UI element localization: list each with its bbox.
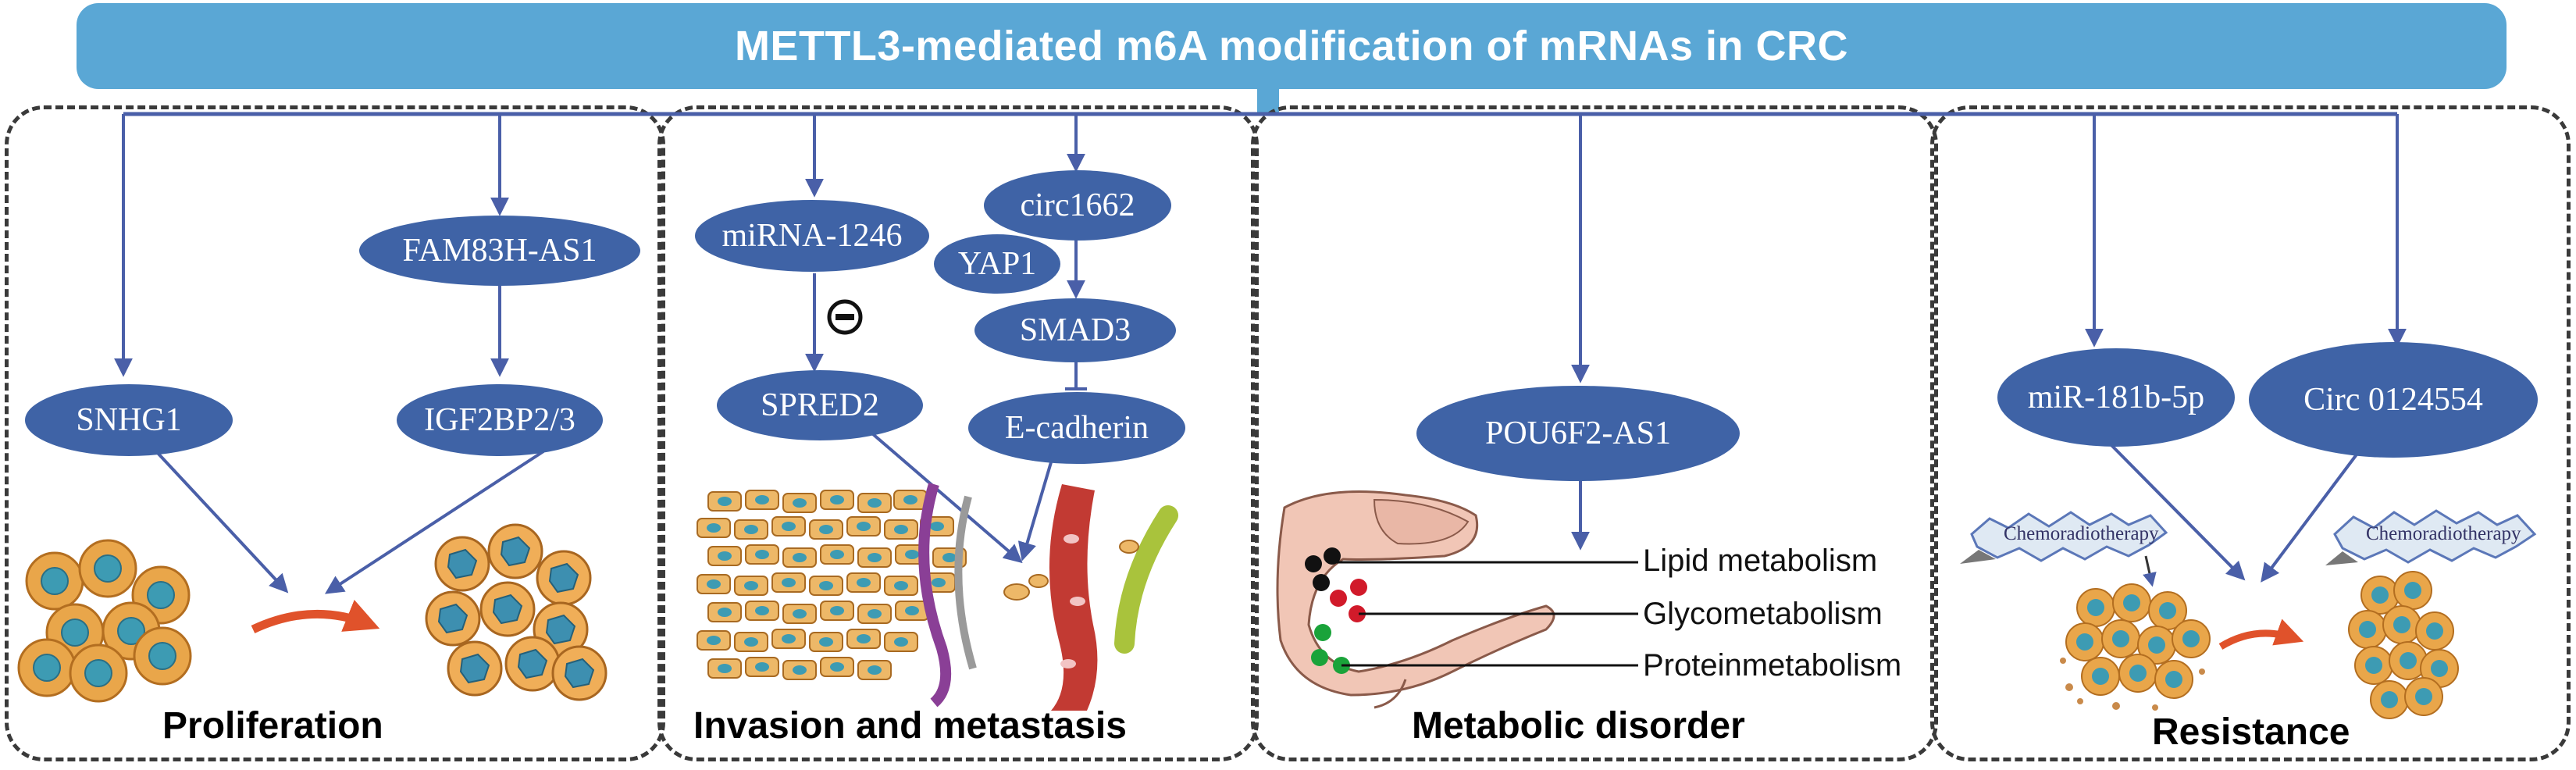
pancreas-illustration (1276, 490, 1638, 709)
node-snhg1: SNHG1 (25, 384, 233, 456)
invasion-tissue (697, 482, 1178, 711)
node-spred2: SPRED2 (717, 370, 923, 440)
proliferation-orange-arrow (251, 600, 380, 633)
node-yap1: YAP1 (934, 234, 1060, 294)
resistance-orange-arrow (2218, 618, 2304, 650)
diagram-title: METTL3-mediated m6A modification of mRNA… (734, 23, 1849, 70)
node-smad3: SMAD3 (974, 298, 1176, 362)
metabolism-item-protein: Proteinmetabolism (1643, 648, 1902, 683)
label-invasion: Invasion and metastasis (693, 705, 1127, 747)
panel-proliferation (5, 105, 665, 761)
chemo-label-left: Chemoradiotherapy (2004, 523, 2159, 544)
resistance-cells-after (2348, 571, 2459, 719)
title-bar: METTL3-mediated m6A modification of mRNA… (77, 3, 2507, 89)
node-pou6f2-as1: POU6F2-AS1 (1416, 386, 1740, 481)
node-mir-181b-5p: miR-181b-5p (1997, 348, 2235, 447)
chemo-label-right: Chemoradiotherapy (2366, 523, 2521, 544)
node-fam83h-as1: FAM83H-AS1 (359, 216, 640, 286)
panel-invasion (657, 105, 1259, 761)
panel-resistance (1930, 105, 2571, 761)
proliferation-cells-after (425, 523, 607, 701)
resistance-cells-before (2060, 583, 2211, 711)
chemo-burst-left (1960, 511, 2168, 564)
node-igf2bp: IGF2BP2/3 (397, 384, 603, 456)
label-metabolic: Metabolic disorder (1412, 705, 1745, 747)
node-mirna-1246: miRNA-1246 (695, 200, 929, 272)
chemo-burst-right (2325, 509, 2537, 565)
label-resistance: Resistance (2152, 711, 2350, 753)
label-proliferation: Proliferation (162, 705, 383, 747)
metabolism-item-glyco: Glycometabolism (1643, 597, 1883, 631)
node-circ1662: circ1662 (984, 170, 1171, 241)
node-circ-0124554: Circ 0124554 (2249, 342, 2538, 458)
node-e-cadherin: E-cadherin (968, 392, 1185, 464)
metabolism-item-lipid: Lipid metabolism (1643, 544, 1878, 578)
proliferation-cells-before (17, 539, 192, 703)
panel-metabolic (1251, 105, 1938, 761)
